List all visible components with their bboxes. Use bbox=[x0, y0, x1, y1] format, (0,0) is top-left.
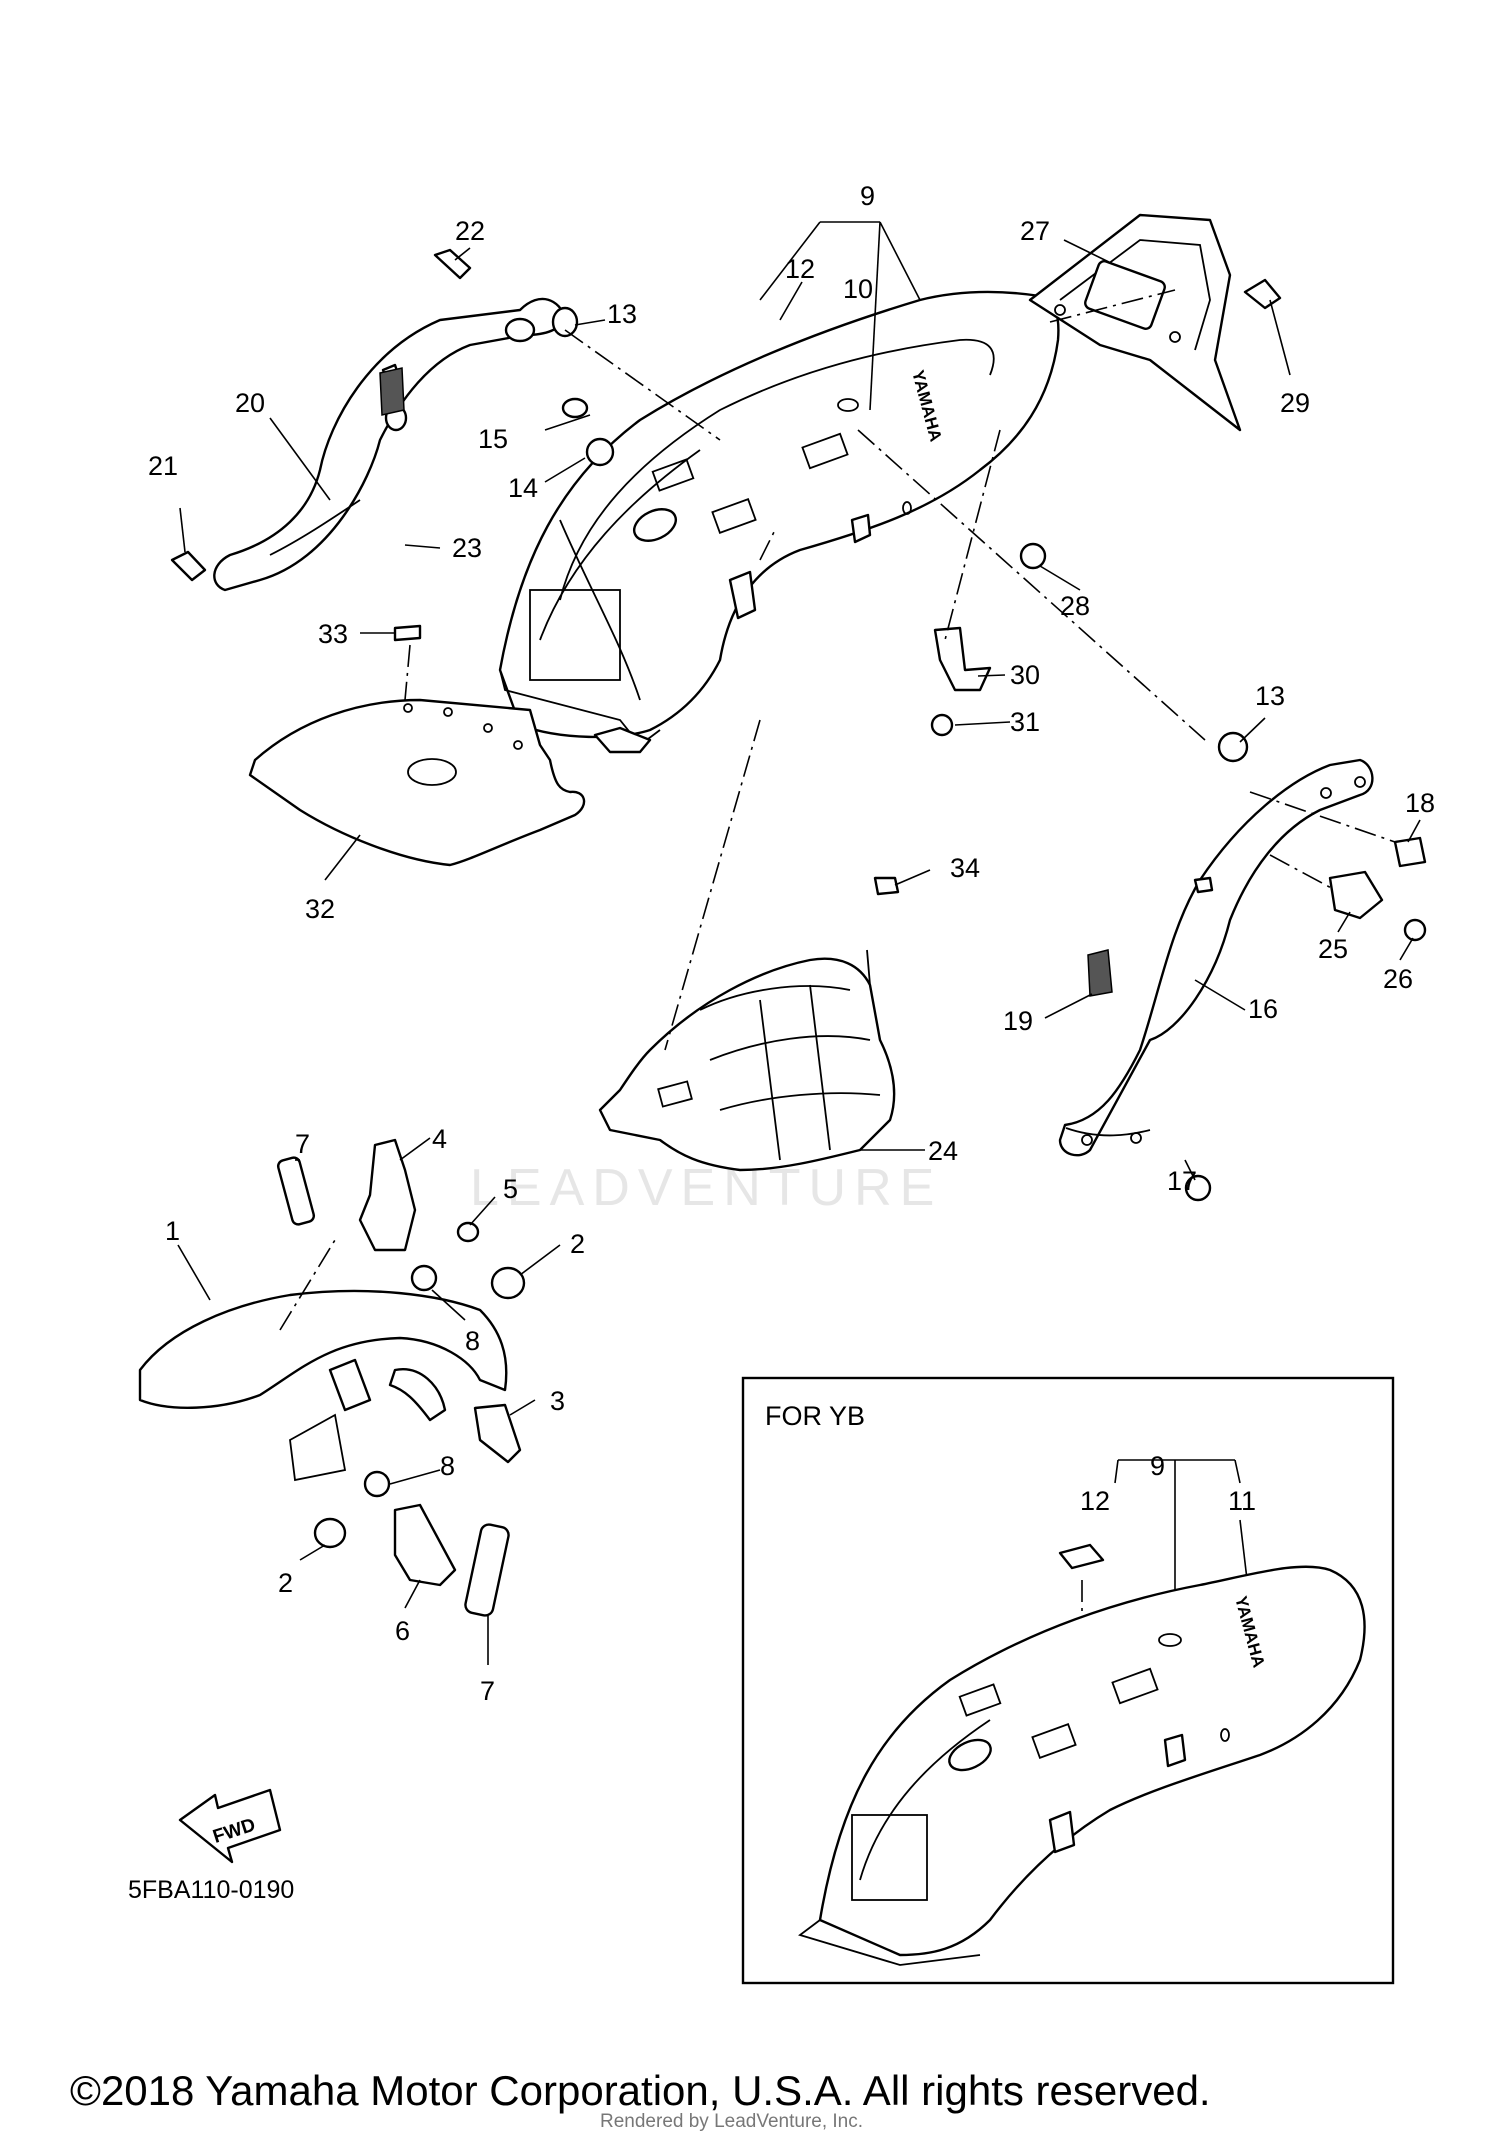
callout-2b: 2 bbox=[278, 1568, 293, 1598]
callout-5: 5 bbox=[503, 1174, 518, 1204]
callout-12: 12 bbox=[785, 254, 815, 284]
callout-29: 29 bbox=[1280, 388, 1310, 418]
callout-25: 25 bbox=[1318, 934, 1348, 964]
callout-17: 17 bbox=[1167, 1166, 1197, 1196]
part-code: 5FBA110-0190 bbox=[128, 1876, 294, 1904]
callout-23: 23 bbox=[452, 533, 482, 563]
copyright-notice: ©2018 Yamaha Motor Corporation, U.S.A. A… bbox=[70, 2067, 1211, 2114]
callout-14: 14 bbox=[508, 473, 538, 503]
callout-22: 22 bbox=[455, 216, 485, 246]
callout-2a: 2 bbox=[570, 1229, 585, 1259]
grab-bar-right bbox=[1058, 758, 1374, 1157]
callout-13a: 13 bbox=[607, 299, 637, 329]
callout-34: 34 bbox=[950, 853, 980, 883]
inset-title: FOR YB bbox=[765, 1401, 865, 1431]
centerlines bbox=[279, 289, 1396, 1482]
rear-flap bbox=[598, 949, 896, 1172]
callout-9: 9 bbox=[860, 181, 875, 211]
callout-33: 33 bbox=[318, 619, 348, 649]
callout-28: 28 bbox=[1060, 591, 1090, 621]
callout-7b: 7 bbox=[480, 1676, 495, 1706]
callout-19: 19 bbox=[1003, 1006, 1033, 1036]
rendered-by: Rendered by LeadVenture, Inc. bbox=[600, 2111, 863, 2132]
callout-30: 30 bbox=[1010, 660, 1040, 690]
leader-lines bbox=[177, 221, 1421, 1665]
inset-callout-11: 11 bbox=[1228, 1486, 1256, 1516]
grab-bar-left bbox=[213, 297, 567, 592]
callout-10: 10 bbox=[843, 274, 873, 304]
callout-31: 31 bbox=[1010, 707, 1040, 737]
callout-4: 4 bbox=[432, 1124, 447, 1154]
callout-8b: 8 bbox=[440, 1451, 455, 1481]
watermark: LEADVENTURE bbox=[470, 1159, 942, 1217]
callouts: 9 12 10 27 29 22 13 20 15 14 21 23 28 33… bbox=[148, 181, 1435, 1706]
inset-callout-9: 9 bbox=[1150, 1451, 1165, 1481]
callout-3: 3 bbox=[550, 1386, 565, 1416]
callout-15: 15 bbox=[478, 424, 508, 454]
callout-20: 20 bbox=[235, 388, 265, 418]
callout-1: 1 bbox=[165, 1216, 180, 1246]
tail-light bbox=[1028, 213, 1242, 432]
front-fender bbox=[138, 1289, 508, 1422]
callout-24: 24 bbox=[928, 1136, 958, 1166]
callout-18: 18 bbox=[1405, 788, 1435, 818]
callout-16: 16 bbox=[1248, 994, 1278, 1024]
callout-27: 27 bbox=[1020, 216, 1050, 246]
callout-32: 32 bbox=[305, 894, 335, 924]
callout-21: 21 bbox=[148, 451, 178, 481]
hardware bbox=[170, 248, 1427, 1617]
rear-fender: YAMAHA bbox=[498, 290, 1060, 754]
mud-flap-plate bbox=[248, 698, 586, 867]
callout-13b: 13 bbox=[1255, 681, 1285, 711]
callout-26: 26 bbox=[1383, 964, 1413, 994]
fwd-arrow: FWD bbox=[178, 1788, 282, 1864]
inset-for-yb: FOR YB 9 12 11 YAMAHA bbox=[741, 1376, 1395, 1985]
inset-callout-12: 12 bbox=[1080, 1486, 1110, 1516]
callout-6: 6 bbox=[395, 1616, 410, 1646]
callout-7a: 7 bbox=[295, 1129, 310, 1159]
callout-8a: 8 bbox=[465, 1326, 480, 1356]
